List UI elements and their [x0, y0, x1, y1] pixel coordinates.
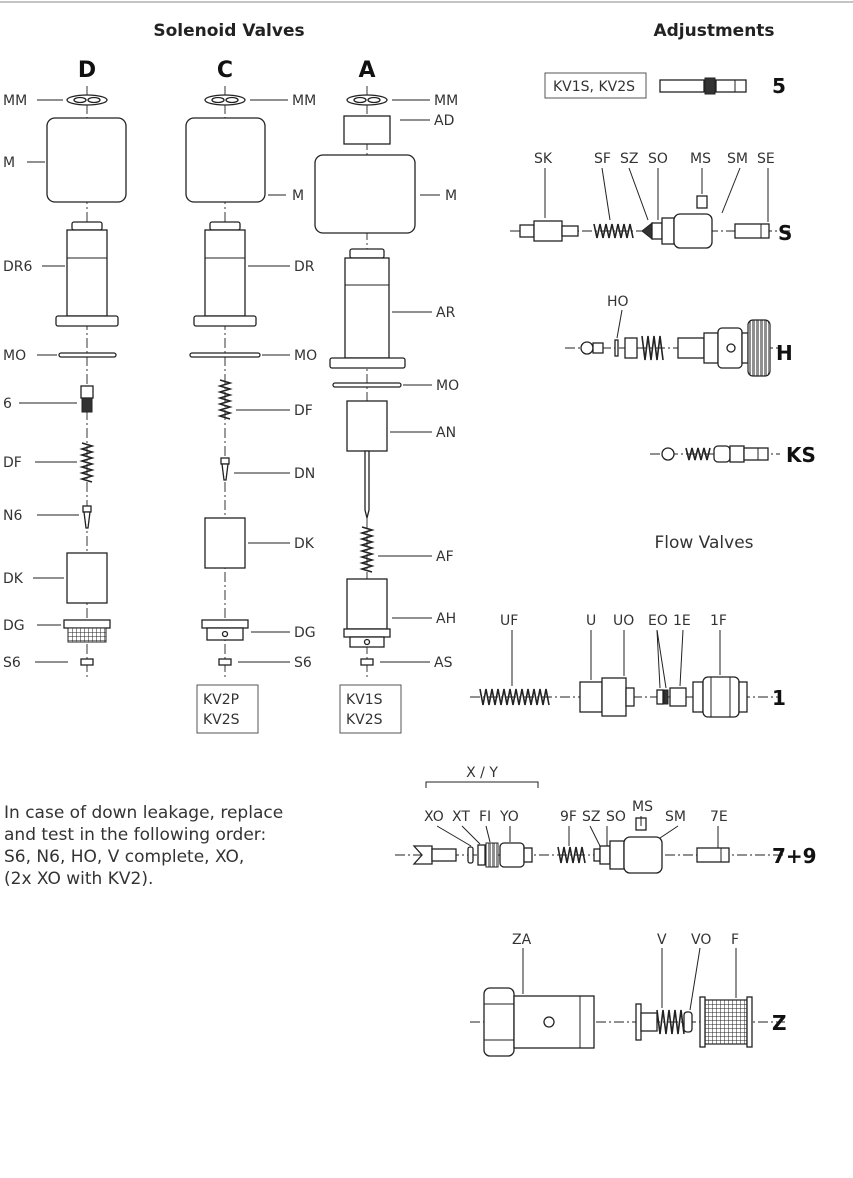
label-c-s6: S6 — [294, 655, 312, 671]
label-d-dk: DK — [3, 571, 24, 587]
label-79-sm: SM — [665, 809, 686, 825]
column-a-parts — [314, 86, 440, 734]
column-c-labels: MM M DR MO DF DN DK DG S6 KV2P KV2S — [203, 93, 317, 728]
note-line-4: (2x XO with KV2). — [4, 869, 153, 889]
leakage-note: In case of down leakage, replace and tes… — [4, 803, 283, 889]
flow-7-9 — [395, 781, 785, 874]
adjustment-5: KV1S, KV2S 5 — [544, 72, 786, 99]
adjH-code: H — [776, 341, 793, 365]
label-79-sz: SZ — [582, 809, 600, 825]
label-s-sm: SM — [727, 151, 748, 167]
label-1-eo: EO — [648, 613, 668, 629]
adjustment-s-labels: SK SF SZ SO MS SM SE S — [534, 151, 792, 245]
label-d-n6: N6 — [3, 508, 22, 524]
label-d-6: 6 — [3, 396, 12, 412]
label-c-mm: MM — [292, 93, 316, 109]
flow-valves-heading: Flow Valves — [654, 533, 753, 553]
label-d-s6: S6 — [3, 655, 21, 671]
label-79-yo: YO — [499, 809, 519, 825]
note-line-2: and test in the following order: — [4, 825, 266, 845]
label-79-xo: XO — [424, 809, 444, 825]
label-c-dg: DG — [294, 625, 316, 641]
label-a-as: AS — [434, 655, 453, 671]
label-a-mo: MO — [436, 378, 459, 394]
solenoid-valves-heading: Solenoid Valves — [153, 21, 304, 41]
label-s-sz: SZ — [620, 151, 638, 167]
flow79-code: 7+9 — [772, 844, 817, 868]
flow-1-labels: UF U UO EO 1E 1F 1 — [500, 613, 786, 710]
label-a-m: M — [445, 188, 457, 204]
column-a-label: A — [358, 58, 375, 83]
note-line-3: S6, N6, HO, V complete, XO, — [4, 847, 244, 867]
column-c-parts — [185, 86, 290, 734]
label-a-ah: AH — [436, 611, 456, 627]
box-c-line2: KV2S — [203, 712, 240, 728]
label-79-9f: 9F — [560, 809, 577, 825]
label-c-dn: DN — [294, 466, 315, 482]
box-c-line1: KV2P — [203, 692, 239, 708]
flow-1 — [470, 629, 780, 718]
label-c-m: M — [292, 188, 304, 204]
label-d-df: DF — [3, 455, 22, 471]
flow-7-9-labels: X / Y XO XT FI YO 9F SZ SO MS SM 7E 7+9 — [424, 765, 817, 868]
label-d-dr6: DR6 — [3, 259, 33, 275]
adjustment-h: HO H — [565, 294, 793, 377]
label-79-7e: 7E — [710, 809, 728, 825]
flow-z-labels: ZA V VO F Z — [512, 932, 787, 1035]
adjKS-code: KS — [786, 443, 816, 467]
label-c-df: DF — [294, 403, 313, 419]
adjustment-ks: KS — [650, 443, 816, 467]
label-s-sk: SK — [534, 151, 553, 167]
label-z-za: ZA — [512, 932, 532, 948]
column-c-label: C — [217, 58, 233, 83]
label-s-so: SO — [648, 151, 668, 167]
label-z-vo: VO — [691, 932, 711, 948]
box-a-line1: KV1S — [346, 692, 383, 708]
label-c-dk: DK — [294, 536, 315, 552]
label-d-mo: MO — [3, 348, 26, 364]
adj5-code: 5 — [772, 74, 786, 98]
label-1-uo: UO — [613, 613, 634, 629]
label-z-f: F — [731, 932, 739, 948]
label-79-fi: FI — [479, 809, 491, 825]
column-a-labels: MM AD M AR MO AN AF AH AS KV1S KV2S — [346, 93, 459, 728]
adj5-box-label: KV1S, KV2S — [553, 79, 635, 95]
column-d-labels: MM M DR6 MO 6 DF N6 DK DG S6 — [3, 93, 33, 671]
adjS-code: S — [778, 221, 792, 245]
label-a-ar: AR — [436, 305, 456, 321]
label-xy-group: X / Y — [466, 765, 498, 781]
label-a-an: AN — [436, 425, 456, 441]
label-a-ad: AD — [434, 113, 454, 129]
column-d-label: D — [78, 58, 96, 83]
label-1-1f: 1F — [710, 613, 727, 629]
label-1-u: U — [586, 613, 596, 629]
label-a-af: AF — [436, 549, 454, 565]
column-d-parts — [19, 86, 127, 678]
box-a-line2: KV2S — [346, 712, 383, 728]
label-79-so: SO — [606, 809, 626, 825]
label-c-mo: MO — [294, 348, 317, 364]
note-line-1: In case of down leakage, replace — [4, 803, 283, 823]
label-79-xt: XT — [452, 809, 470, 825]
label-d-m: M — [3, 155, 15, 171]
flow-z — [470, 947, 785, 1057]
label-d-dg: DG — [3, 618, 25, 634]
label-s-se: SE — [757, 151, 775, 167]
adjustment-s — [510, 167, 790, 249]
label-79-ms: MS — [632, 799, 653, 815]
adjustments-heading: Adjustments — [653, 21, 774, 41]
label-h-ho: HO — [607, 294, 629, 310]
label-1-1e: 1E — [673, 613, 691, 629]
label-1-uf: UF — [500, 613, 518, 629]
flowZ-code: Z — [772, 1011, 787, 1035]
label-s-ms: MS — [690, 151, 711, 167]
label-s-sf: SF — [594, 151, 611, 167]
label-c-dr: DR — [294, 259, 315, 275]
label-z-v: V — [657, 932, 667, 948]
label-a-mm: MM — [434, 93, 458, 109]
label-d-mm: MM — [3, 93, 27, 109]
flow1-code: 1 — [772, 686, 786, 710]
